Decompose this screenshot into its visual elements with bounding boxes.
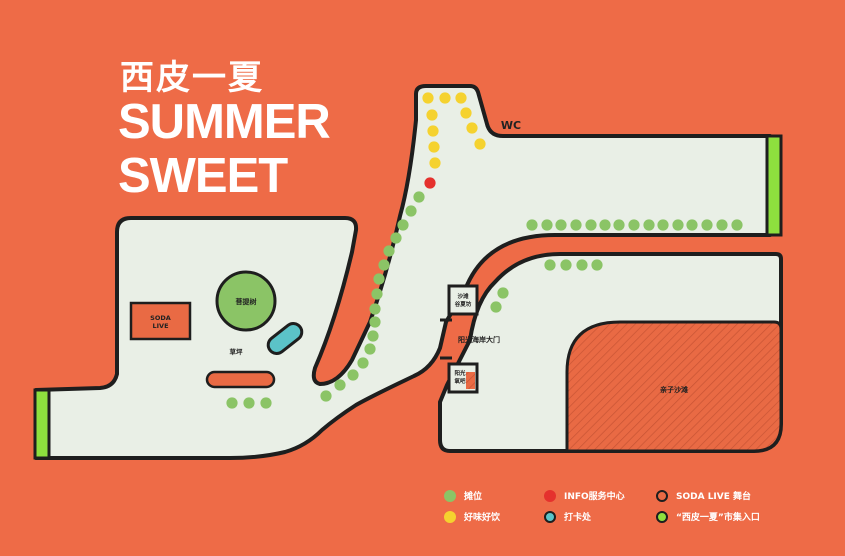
booth-dot xyxy=(613,219,625,231)
booth-dot xyxy=(591,259,603,271)
legend-label-info: INFO服务中心 xyxy=(564,492,625,502)
food-stall-dot xyxy=(455,92,467,104)
booth-dot-icon xyxy=(444,489,456,502)
food-stall-dot xyxy=(422,92,434,104)
info-dot-icon xyxy=(544,489,556,502)
booth-dot xyxy=(369,316,381,328)
food-stall-dot xyxy=(426,109,438,121)
sun-bar-hatch xyxy=(466,372,475,389)
booth-dot xyxy=(378,259,390,271)
checkin-spot xyxy=(266,322,304,355)
beach-cafe-label-1: 沙滩 xyxy=(457,292,469,300)
booth-dot xyxy=(731,219,743,231)
booth-dot xyxy=(334,379,346,391)
kids-beach-zone xyxy=(565,320,783,453)
booth-dot xyxy=(628,219,640,231)
booth-dot xyxy=(544,259,556,271)
booth-dot xyxy=(716,219,728,231)
entrance-marker-right xyxy=(765,134,783,237)
booth-dot xyxy=(560,259,572,271)
legend-item-entrance: “西皮一夏”市集入口 xyxy=(656,510,760,523)
legend-label-booth: 摊位 xyxy=(464,492,483,502)
booth-dot xyxy=(490,301,502,313)
legend-label-checkin: 打卡处 xyxy=(564,513,592,523)
booth-dot xyxy=(226,397,238,409)
lawn-label: 草坪 xyxy=(230,347,244,356)
sun-gate-label: 阳光海岸大门 xyxy=(458,335,500,344)
soda-live-label-2: LIVE xyxy=(152,322,168,330)
booth-dot xyxy=(585,219,597,231)
title-chinese: 西皮一夏 xyxy=(120,58,264,98)
booth-dot xyxy=(526,219,538,231)
beach-cafe-building xyxy=(447,284,479,316)
food-dot-icon xyxy=(444,510,456,523)
booth-dot xyxy=(367,330,379,342)
legend-label-food: 好味好饮 xyxy=(464,513,501,523)
lawn-bench xyxy=(205,370,276,389)
booth-dot xyxy=(364,343,376,355)
walkway-left xyxy=(34,84,772,460)
booth-dot xyxy=(320,390,332,402)
booth-dot xyxy=(555,219,567,231)
beach-cafe-label-2: 谷夏坊 xyxy=(455,300,472,308)
info-center-dot xyxy=(424,177,436,189)
booth-dot xyxy=(243,397,255,409)
checkin-dot-icon xyxy=(544,510,556,523)
bodhi-tree xyxy=(215,270,277,332)
dots-layer xyxy=(226,92,743,409)
kids-beach-label: 亲子沙滩 xyxy=(660,385,688,394)
booth-dot xyxy=(347,369,359,381)
entrance-marker-left xyxy=(33,388,51,460)
food-stall-dot xyxy=(428,141,440,153)
wc-label: WC xyxy=(501,119,521,132)
booth-dot xyxy=(260,397,272,409)
booth-dot xyxy=(371,288,383,300)
legend-item-booth: 摊位 xyxy=(444,489,482,502)
booth-dot xyxy=(657,219,669,231)
booth-dot xyxy=(541,219,553,231)
food-stall-dot xyxy=(466,122,478,134)
booth-dot xyxy=(397,219,409,231)
soda-live-stage xyxy=(129,301,192,341)
soda-live-label-1: SODA xyxy=(150,314,171,322)
booth-dot xyxy=(369,303,381,315)
food-stall-dot xyxy=(474,138,486,150)
booth-dot xyxy=(383,245,395,257)
sun-bar-label-1: 阳光 xyxy=(454,369,466,377)
food-stall-dot xyxy=(427,125,439,137)
sun-bar-label-2: 氧吧 xyxy=(453,377,466,385)
title-english-line2: SWEET xyxy=(118,149,288,203)
booth-dot xyxy=(672,219,684,231)
booth-dot xyxy=(686,219,698,231)
legend-item-info: INFO服务中心 xyxy=(544,489,625,502)
booth-dot xyxy=(643,219,655,231)
booth-dot xyxy=(357,357,369,369)
food-stall-dot xyxy=(429,157,441,169)
booth-dot xyxy=(701,219,713,231)
legend-label-stage: SODA LIVE 舞台 xyxy=(676,492,752,502)
booth-dot xyxy=(570,219,582,231)
booth-dot xyxy=(373,273,385,285)
entrance-dot-icon xyxy=(656,510,668,523)
bodhi-tree-label: 菩提树 xyxy=(236,297,257,306)
legend-item-checkin: 打卡处 xyxy=(544,510,591,523)
booth-dot xyxy=(413,191,425,203)
booth-dot xyxy=(390,232,402,244)
booth-dot xyxy=(599,219,611,231)
title-english-line1: SUMMER xyxy=(118,95,331,149)
booth-dot xyxy=(576,259,588,271)
stage-dot-icon xyxy=(656,489,668,502)
legend-label-entrance: “西皮一夏”市集入口 xyxy=(676,513,760,523)
food-stall-dot xyxy=(439,92,451,104)
legend-item-stage: SODA LIVE 舞台 xyxy=(656,489,751,502)
food-stall-dot xyxy=(460,107,472,119)
booth-dot xyxy=(497,287,509,299)
booth-dot xyxy=(405,205,417,217)
legend-item-food: 好味好饮 xyxy=(444,510,500,523)
